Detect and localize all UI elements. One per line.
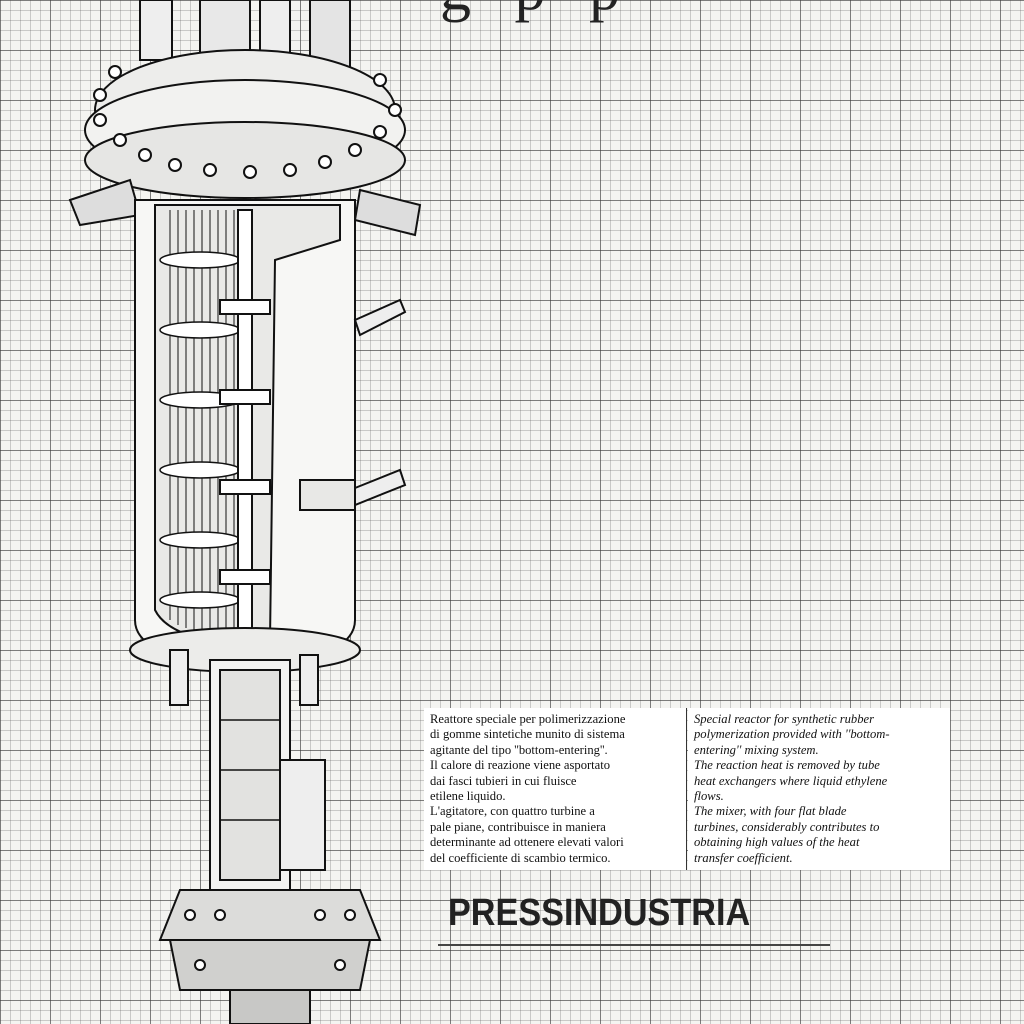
description-english-line: heat exchangers where liquid ethylene (694, 773, 888, 788)
column-divider (686, 708, 687, 870)
description-italian-line: di gomme sintetiche munito di sistema (430, 727, 625, 742)
description-english-line: Special reactor for synthetic rubber (694, 712, 875, 726)
description-english-line: polymerization provided with ''bottom- (694, 727, 890, 742)
description-english-line: entering'' mixing system. (694, 742, 819, 757)
description-english-line: flows. (694, 789, 724, 804)
description-italian-line: Il calore di reazione viene asportato (430, 758, 611, 773)
description-english-line: turbines, considerably contributes to (694, 819, 880, 834)
description-italian-line: determinante ad ottenere elevati valori (430, 835, 624, 850)
brand-name: PRESSINDUSTRIA (448, 892, 751, 934)
description-english-line: obtaining high values of the heat (694, 835, 860, 850)
description-english-line: The mixer, with four flat blade (694, 804, 847, 819)
title-fragment: g p p (440, 0, 634, 20)
description-english: Special reactor for synthetic rubber pol… (688, 708, 950, 870)
description-italian: Reattore speciale per polimerizzazione d… (424, 708, 686, 870)
description-italian-line: Reattore speciale per polimerizzazione (430, 712, 626, 726)
reactor-illustration (68, 0, 422, 1024)
description-italian-line: etilene liquido. (430, 789, 506, 804)
description-english-line: The reaction heat is removed by tube (694, 758, 880, 773)
description-italian-line: dai fasci tubieri in cui fluisce (430, 773, 577, 788)
brand-rule (438, 944, 830, 946)
description-italian-line: agitante del tipo ''bottom-entering''. (430, 742, 608, 757)
description-italian-line: L'agitatore, con quattro turbine a (430, 804, 595, 819)
description-english-line: transfer coefficient. (694, 850, 793, 865)
description-italian-line: del coefficiente di scambio termico. (430, 850, 611, 865)
description-italian-line: pale piane, contribuisce in maniera (430, 819, 606, 834)
